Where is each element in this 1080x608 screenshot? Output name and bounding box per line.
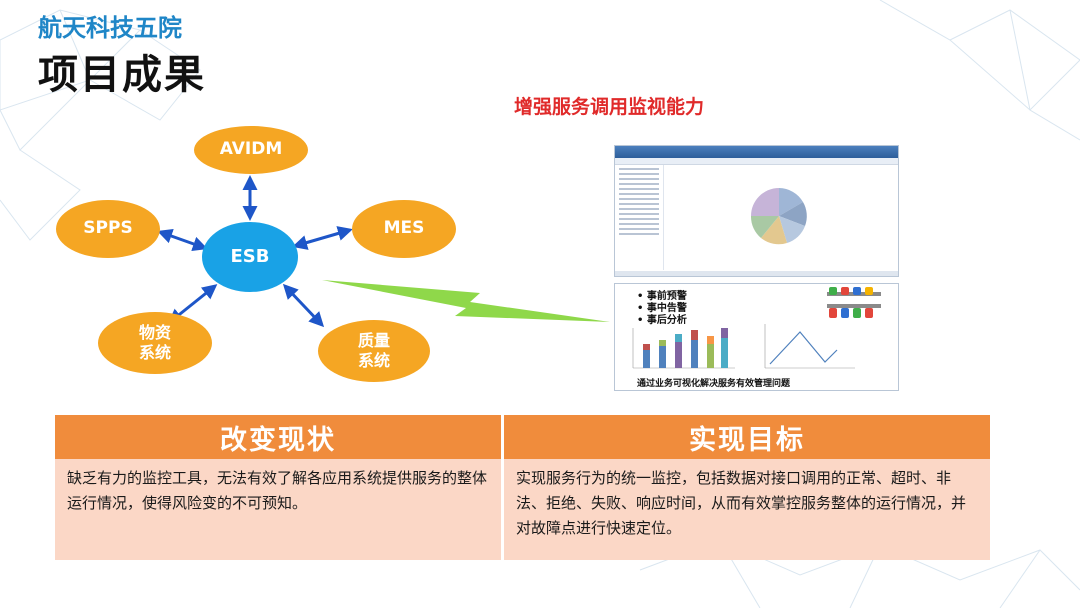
page-title: 项目成果 (38, 52, 206, 98)
window-toolbar (615, 158, 898, 165)
node-label-line: 系统 (138, 343, 171, 362)
node-avidm: AVIDM (194, 126, 308, 174)
arrow-esb-zhiliang (282, 283, 325, 328)
target-state-column: 实现目标 实现服务行为的统一监控，包括数据对接口调用的正常、超时、非法、拒绝、失… (504, 415, 990, 560)
stacked-bar-thumbnail (632, 328, 735, 369)
panel-caption: 通过业务可视化解决服务有效管理问题 (637, 379, 791, 389)
window-titlebar (615, 146, 898, 158)
current-state-column: 改变现状 缺乏有力的监控工具，无法有效了解各应用系统提供服务的整体运行情况，使得… (55, 415, 501, 560)
thumbnail-charts (632, 287, 881, 369)
bullet-item: • 事前预警 (637, 291, 687, 302)
node-mes: MES (352, 200, 456, 258)
bullet-text: 事中告警 (646, 303, 687, 314)
node-spps: SPPS (56, 200, 160, 258)
section-subtitle: 增强服务调用监视能力 (514, 96, 705, 118)
window-statusbar (615, 271, 898, 276)
window-sidebar (615, 165, 664, 270)
bullet-text: 事前预警 (646, 291, 687, 302)
arrow-esb-mes (292, 226, 353, 250)
node-wuzi-system: 物资 系统 (98, 312, 212, 374)
monitor-analysis-panel: • 事前预警 • 事中告警 • 事后分析 (614, 283, 899, 391)
node-label-line: 系统 (357, 351, 390, 370)
column-header: 实现目标 (504, 415, 990, 459)
bullet-item: • 事后分析 (637, 315, 687, 326)
org-name: 航天科技五院 (38, 14, 182, 42)
pie-chart-thumbnail (750, 188, 807, 245)
monitor-screenshot-thumbnail (614, 145, 899, 277)
node-zhiliang-system: 质量 系统 (318, 320, 430, 382)
node-label-line: 物资 (138, 323, 171, 342)
server-cluster-icon (827, 287, 881, 318)
column-body: 实现服务行为的统一监控，包括数据对接口调用的正常、超时、非法、拒绝、失败、响应时… (504, 459, 990, 560)
arrow-esb-spps (157, 228, 208, 252)
column-header: 改变现状 (55, 415, 501, 459)
column-body: 缺乏有力的监控工具，无法有效了解各应用系统提供服务的整体运行情况，使得风险变的不… (55, 459, 501, 560)
comparison-table: 改变现状 缺乏有力的监控工具，无法有效了解各应用系统提供服务的整体运行情况，使得… (55, 415, 990, 560)
lightning-bolt-icon (322, 280, 610, 322)
line-chart-thumbnail (764, 324, 855, 369)
node-esb-hub: ESB (202, 222, 298, 292)
bullet-item: • 事中告警 (637, 303, 687, 314)
node-label-line: 质量 (357, 331, 390, 350)
bullet-text: 事后分析 (646, 315, 687, 326)
